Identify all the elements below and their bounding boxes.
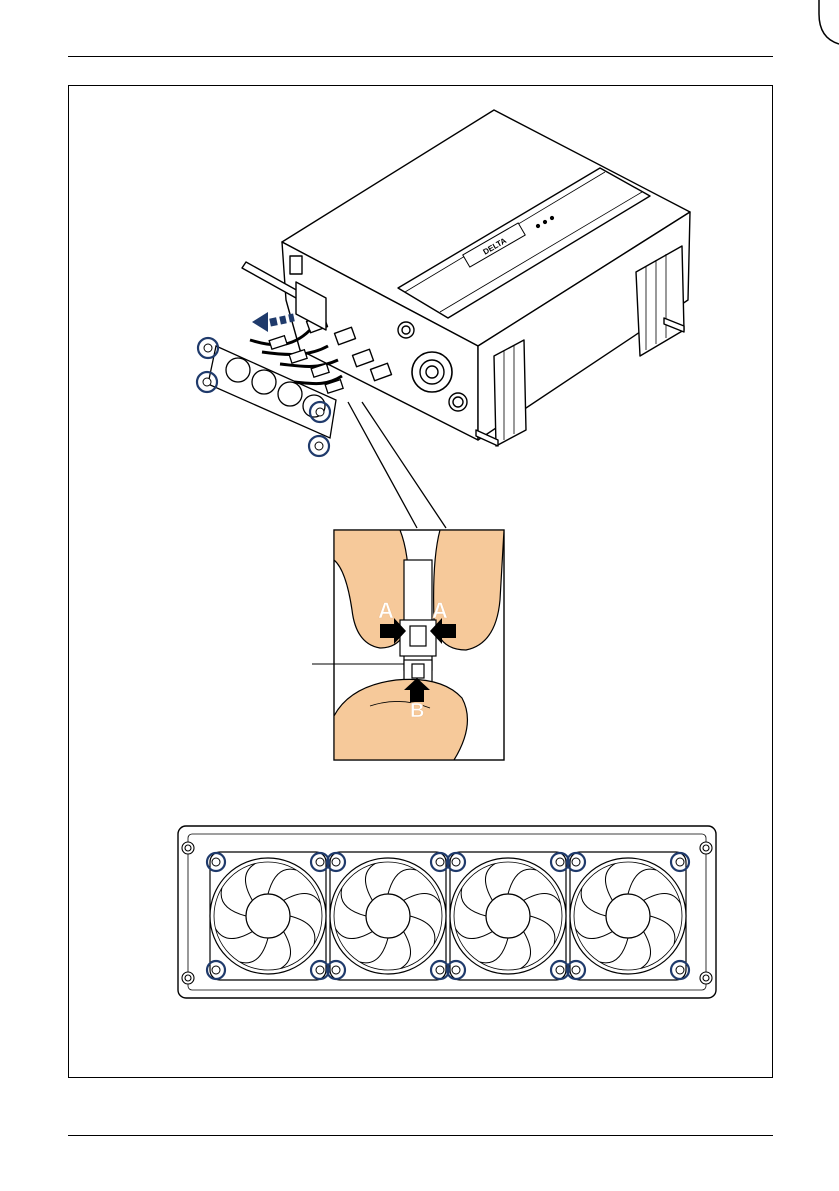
cooling-fan xyxy=(330,852,446,980)
cooling-fan xyxy=(570,852,686,980)
cooling-fan xyxy=(210,852,326,980)
cooling-fan xyxy=(450,852,566,980)
